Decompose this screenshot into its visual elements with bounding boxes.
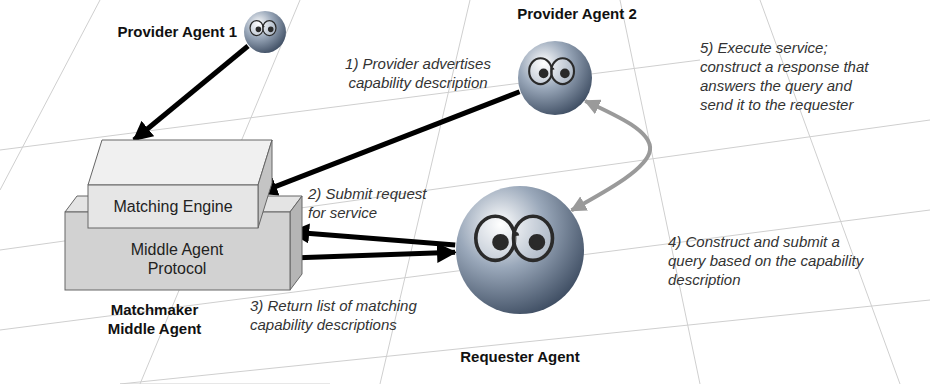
step-note: 4) Construct and submit a query based on… (668, 232, 873, 289)
agent-sphere-body (456, 186, 584, 314)
agent-face (250, 21, 276, 36)
agent-sphere: Provider Agent 2 (517, 40, 593, 116)
engine-box: Matching Engine (88, 140, 272, 228)
box-text: Matching Engine (88, 185, 258, 228)
step-note: 3) Return list of matching capability de… (250, 296, 435, 334)
agent-sphere: Provider Agent 1 (243, 10, 287, 54)
agent-face (476, 216, 553, 260)
engine-front-face (88, 185, 258, 228)
grid-line (760, 0, 900, 384)
engine-side-face (258, 140, 272, 228)
agent-sphere: Requester Agent (455, 185, 585, 315)
step-note: 1) Provider advertises capability descri… (318, 54, 518, 92)
engine-top-face (88, 140, 272, 185)
agent-heading: Provider Agent 2 (497, 4, 657, 23)
agent-sphere-body (518, 41, 592, 115)
agent-heading: Provider Agent 1 (87, 22, 237, 41)
sphere-graphic (455, 185, 585, 315)
sphere-graphic (243, 10, 287, 54)
flow-arrow (291, 232, 455, 245)
flow-arrow (259, 92, 519, 193)
box-text: Middle Agent Protocol (102, 240, 252, 278)
curved-arrow (572, 101, 651, 210)
box-side-face (290, 196, 302, 290)
agent-sphere-body (244, 11, 286, 53)
step-note: 2) Submit request for service (308, 184, 433, 222)
step-note: 5) Execute service; construct a response… (700, 38, 878, 114)
grid-line (0, 0, 100, 190)
agent-face (529, 58, 574, 84)
grid-line (620, 0, 700, 384)
agent-heading: Matchmaker Middle Agent (97, 300, 212, 338)
agent-heading: Requester Agent (420, 347, 620, 366)
flow-arrow (134, 46, 248, 140)
sphere-graphic (517, 40, 593, 116)
flow-arrow (291, 252, 455, 258)
